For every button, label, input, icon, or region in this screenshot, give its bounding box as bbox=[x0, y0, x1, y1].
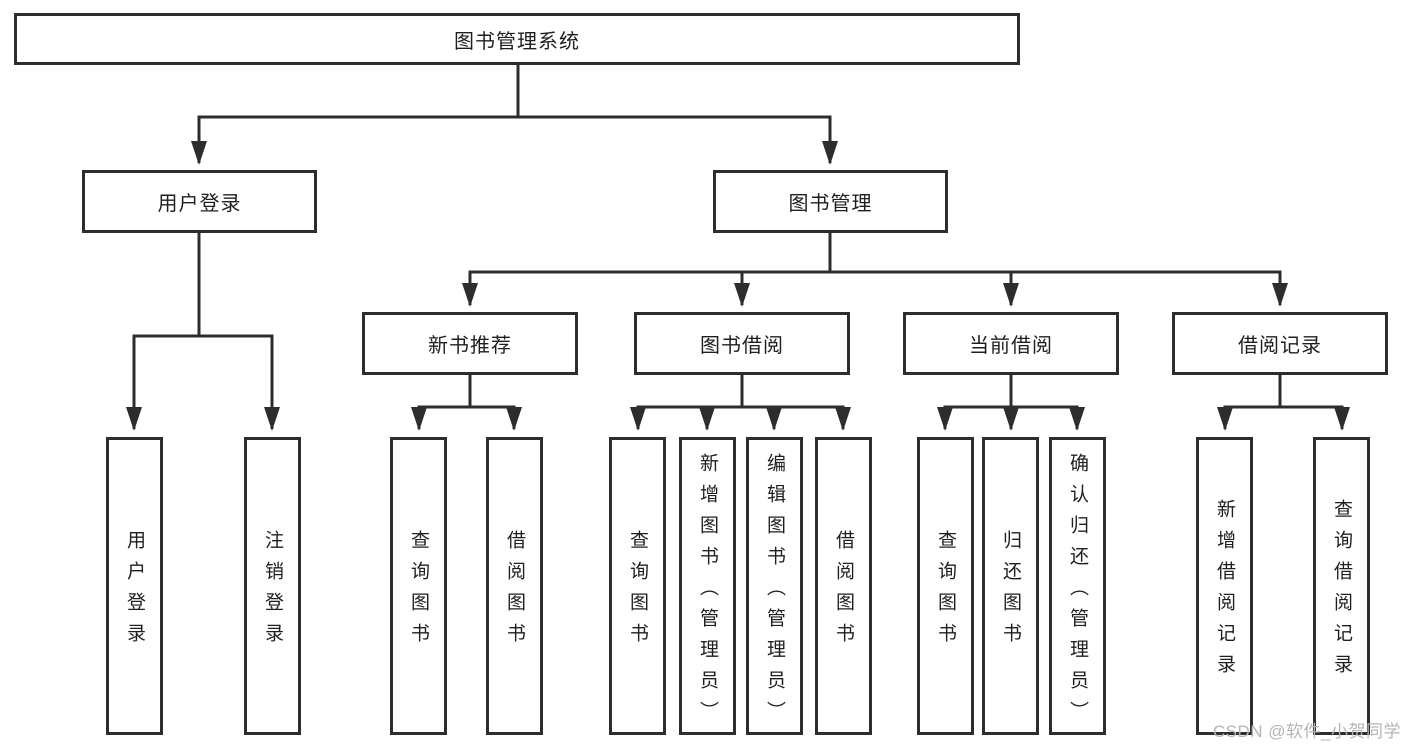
leaf-user-login: 用户登录 bbox=[106, 437, 163, 735]
node-book-management: 图书管理 bbox=[713, 170, 948, 233]
leaf-logout: 注销登录 bbox=[244, 437, 301, 735]
node-library-management-system: 图书管理系统 bbox=[14, 13, 1020, 65]
node-book-borrowing: 图书借阅 bbox=[634, 312, 850, 375]
leaf-cb-confirm-return-admin: 确认归还（管理员） bbox=[1049, 437, 1106, 735]
leaf-bb-borrow-books: 借阅图书 bbox=[815, 437, 872, 735]
leaf-br-add-record: 新增借阅记录 bbox=[1196, 437, 1253, 735]
tree-arrow-lines bbox=[126, 117, 1350, 431]
leaf-nb-query-books: 查询图书 bbox=[390, 437, 447, 735]
leaf-cb-query-books: 查询图书 bbox=[917, 437, 974, 735]
leaf-bb-edit-books-admin: 编辑图书（管理员） bbox=[746, 437, 803, 735]
node-current-borrowing: 当前借阅 bbox=[903, 312, 1119, 375]
csdn-watermark: CSDN @软件_小贺同学 bbox=[1212, 722, 1401, 741]
node-user-login: 用户登录 bbox=[82, 170, 317, 233]
tree-connector-lines bbox=[132, 63, 1344, 409]
leaf-bb-add-books-admin: 新增图书（管理员） bbox=[679, 437, 736, 735]
leaf-cb-return-books: 归还图书 bbox=[982, 437, 1039, 735]
leaf-br-query-record: 查询借阅记录 bbox=[1313, 437, 1370, 735]
node-new-book-recommend: 新书推荐 bbox=[362, 312, 578, 375]
node-borrowing-records: 借阅记录 bbox=[1172, 312, 1388, 375]
leaf-bb-query-books: 查询图书 bbox=[609, 437, 666, 735]
leaf-nb-borrow-books: 借阅图书 bbox=[486, 437, 543, 735]
